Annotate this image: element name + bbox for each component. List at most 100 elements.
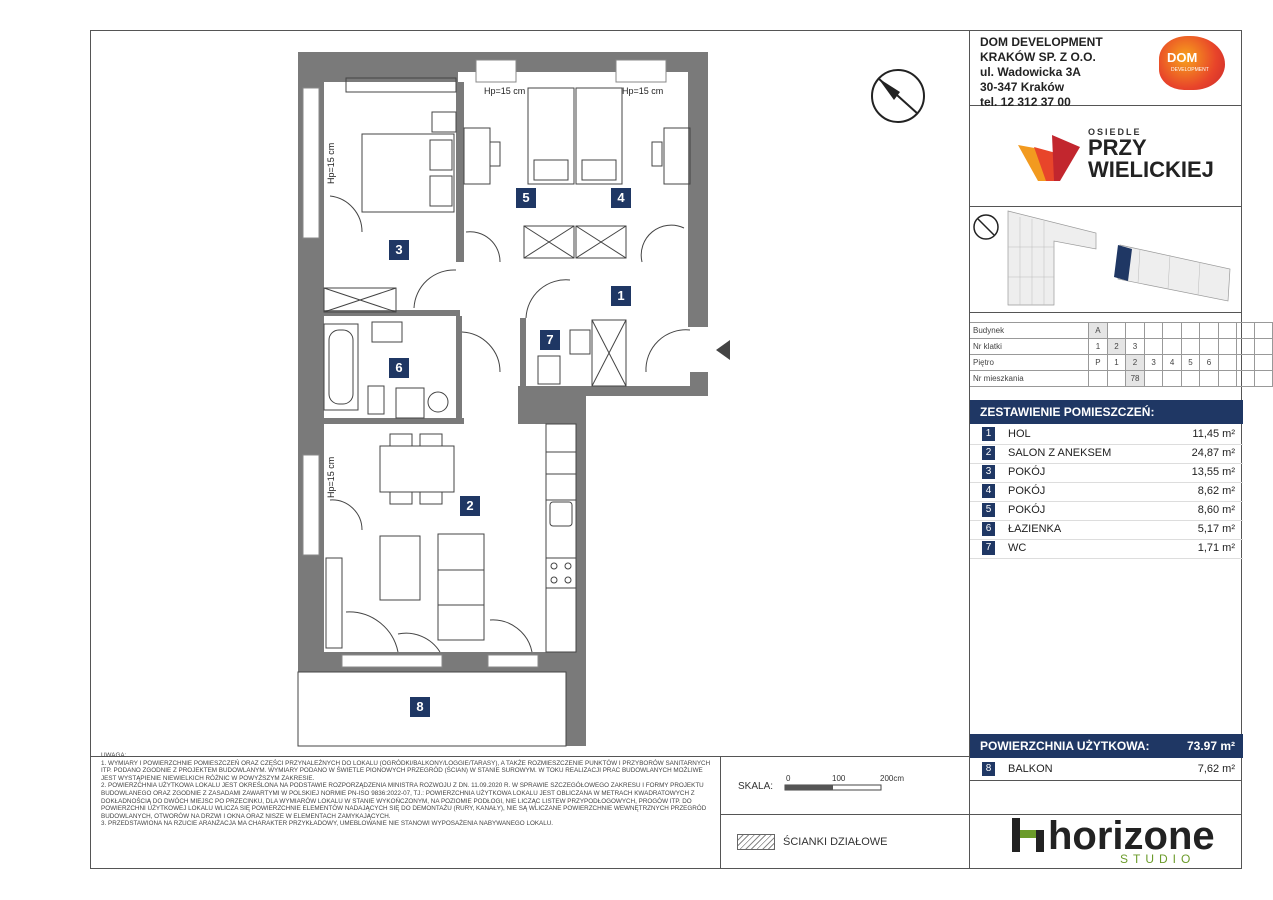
room-row-name: ŁAZIENKA [1008, 523, 1062, 535]
door-swing-8 [345, 611, 399, 653]
door-swing-entry [645, 329, 691, 373]
room-row-name: POKÓJ [1008, 504, 1046, 516]
info-row-staircase: Nr klatki 1 2 3 [970, 338, 1273, 355]
bathtub-inner [328, 329, 354, 405]
desk-5 [463, 127, 491, 185]
divider [720, 756, 721, 869]
wall-int-6 [520, 318, 526, 388]
estate-name-line1: PRZY [1088, 135, 1147, 160]
room-number-7: 7 [540, 330, 560, 350]
wall-right-upper [688, 52, 708, 327]
window-bottom-1 [341, 654, 443, 668]
info-cell: 1 [1088, 338, 1108, 355]
door-swing-9 [397, 632, 441, 653]
room-row: 6 ŁAZIENKA 5,17 m² [970, 520, 1243, 540]
info-label: Nr klatki [970, 338, 1090, 355]
room-number-4: 4 [611, 188, 631, 208]
toilet-7 [537, 355, 561, 385]
kitchen-sink [549, 501, 573, 527]
site-map [973, 210, 1231, 306]
info-cell: 5 [1180, 354, 1201, 371]
chair-4 [651, 141, 663, 167]
info-cell: 3 [1143, 354, 1164, 371]
room-row-area: 5,17 m² [1197, 523, 1235, 535]
door-swing-6 [525, 279, 571, 319]
divider [969, 312, 1242, 313]
divider [720, 814, 1242, 815]
estate-label-small: OSIEDLE [1088, 127, 1142, 137]
sink-7 [569, 329, 591, 355]
developer-phone: tel. 12 312 37 00 [980, 95, 1071, 109]
wall-int-1 [456, 82, 464, 262]
studio-wordmark: STUDIO [1120, 852, 1196, 866]
wall-top-left [298, 52, 458, 82]
hp-label-left-top: Hp=15 cm [326, 142, 336, 184]
developer-name: DOM DEVELOPMENT [980, 35, 1103, 49]
logo-sub: DEVELOPMENT [1171, 67, 1209, 73]
info-label: Nr mieszkania [970, 370, 1090, 387]
room-row-area: 8,60 m² [1197, 504, 1235, 516]
info-cell: 1 [1106, 354, 1127, 371]
info-row-floor: Piętro P 1 2 3 4 5 6 [970, 354, 1273, 371]
window-bottom-2 [487, 654, 539, 668]
wall-int-2 [324, 310, 460, 316]
room-row: 2 SALON Z ANEKSEM 24,87 m² [970, 444, 1243, 464]
total-area-label: POWIERZCHNIA UŻYTKOWA: [980, 739, 1150, 753]
door-swing-2 [465, 231, 501, 263]
scale-tick: 0 [786, 774, 791, 783]
rooms-header: ZESTAWIENIE POMIESZCZEŃ: [970, 400, 1243, 424]
room-row: 7 WC 1,71 m² [970, 539, 1243, 559]
room-row-area: 11,45 m² [1192, 428, 1235, 440]
room-row-area: 13,55 m² [1191, 466, 1235, 478]
note-item: 3. PRZEDSTAWIONA NA RZUCIE ARANŻACJA MA … [101, 820, 554, 828]
info-cell: 4 [1162, 354, 1182, 371]
dining-table [379, 445, 455, 493]
scale-tick: 100 [832, 774, 846, 783]
divider [90, 756, 970, 757]
partition-hatch-swatch [737, 834, 775, 850]
kitchen-counter [545, 423, 577, 653]
compass-icon [871, 69, 925, 123]
walls [298, 52, 708, 746]
room-row-number: 7 [982, 541, 995, 555]
room-row: 1 HOL 11,45 m² [970, 425, 1243, 445]
scale-bar [784, 784, 882, 791]
hp-label-top-left: Hp=15 cm [484, 86, 526, 96]
info-cell: 3 [1125, 338, 1145, 355]
info-row-building: Budynek A [970, 322, 1273, 339]
scale-label: SKALA: [738, 781, 774, 792]
room-row-name: WC [1008, 542, 1027, 554]
site-map-highlight [1114, 245, 1132, 281]
room-row-name: SALON Z ANEKSEM [1008, 447, 1112, 459]
room-row: 5 POKÓJ 8,60 m² [970, 501, 1243, 521]
estate-name-line2: WIELICKIEJ [1088, 157, 1214, 182]
developer-address: DOM DEVELOPMENT KRAKÓW SP. Z O.O. ul. Wa… [980, 35, 1103, 110]
developer-city: 30-347 Kraków [980, 80, 1065, 94]
info-cell: 2 [1125, 354, 1145, 371]
wardrobe-5 [523, 225, 575, 259]
door-swing-7 [329, 499, 363, 531]
apartment-info-table: Budynek A Nr klatki 1 2 3 Piętro P 1 2 3… [970, 322, 1273, 387]
door-swing-4 [413, 269, 457, 309]
room-row-area: 7,62 m² [1197, 763, 1235, 775]
chair-5 [489, 141, 501, 167]
developer-company: KRAKÓW SP. Z O.O. [980, 50, 1096, 64]
total-area-bar: POWIERZCHNIA UŻYTKOWA: 73.97 m² [970, 734, 1243, 758]
horizone-logo-icon [1012, 818, 1044, 852]
developer-street: ul. Wadowicka 3A [980, 65, 1081, 79]
door-swing-5 [461, 331, 501, 373]
room-row-name: BALKON [1008, 763, 1053, 775]
room-number-1: 1 [611, 286, 631, 306]
note-item: 2. POWIERZCHNIA UŻYTKOWA LOKALU JEST OKR… [101, 782, 707, 820]
door-swing-1 [329, 195, 363, 233]
washer [427, 391, 449, 413]
window-left-1 [302, 87, 320, 239]
bed-4 [575, 87, 623, 185]
pillow-5 [533, 159, 569, 181]
dom-development-logo: DOM DEVELOPMENT [1159, 36, 1225, 90]
info-cell: P [1088, 354, 1108, 371]
drawing-frame [90, 30, 1242, 869]
wall-int-5 [518, 386, 576, 424]
toilet-6 [367, 385, 385, 415]
